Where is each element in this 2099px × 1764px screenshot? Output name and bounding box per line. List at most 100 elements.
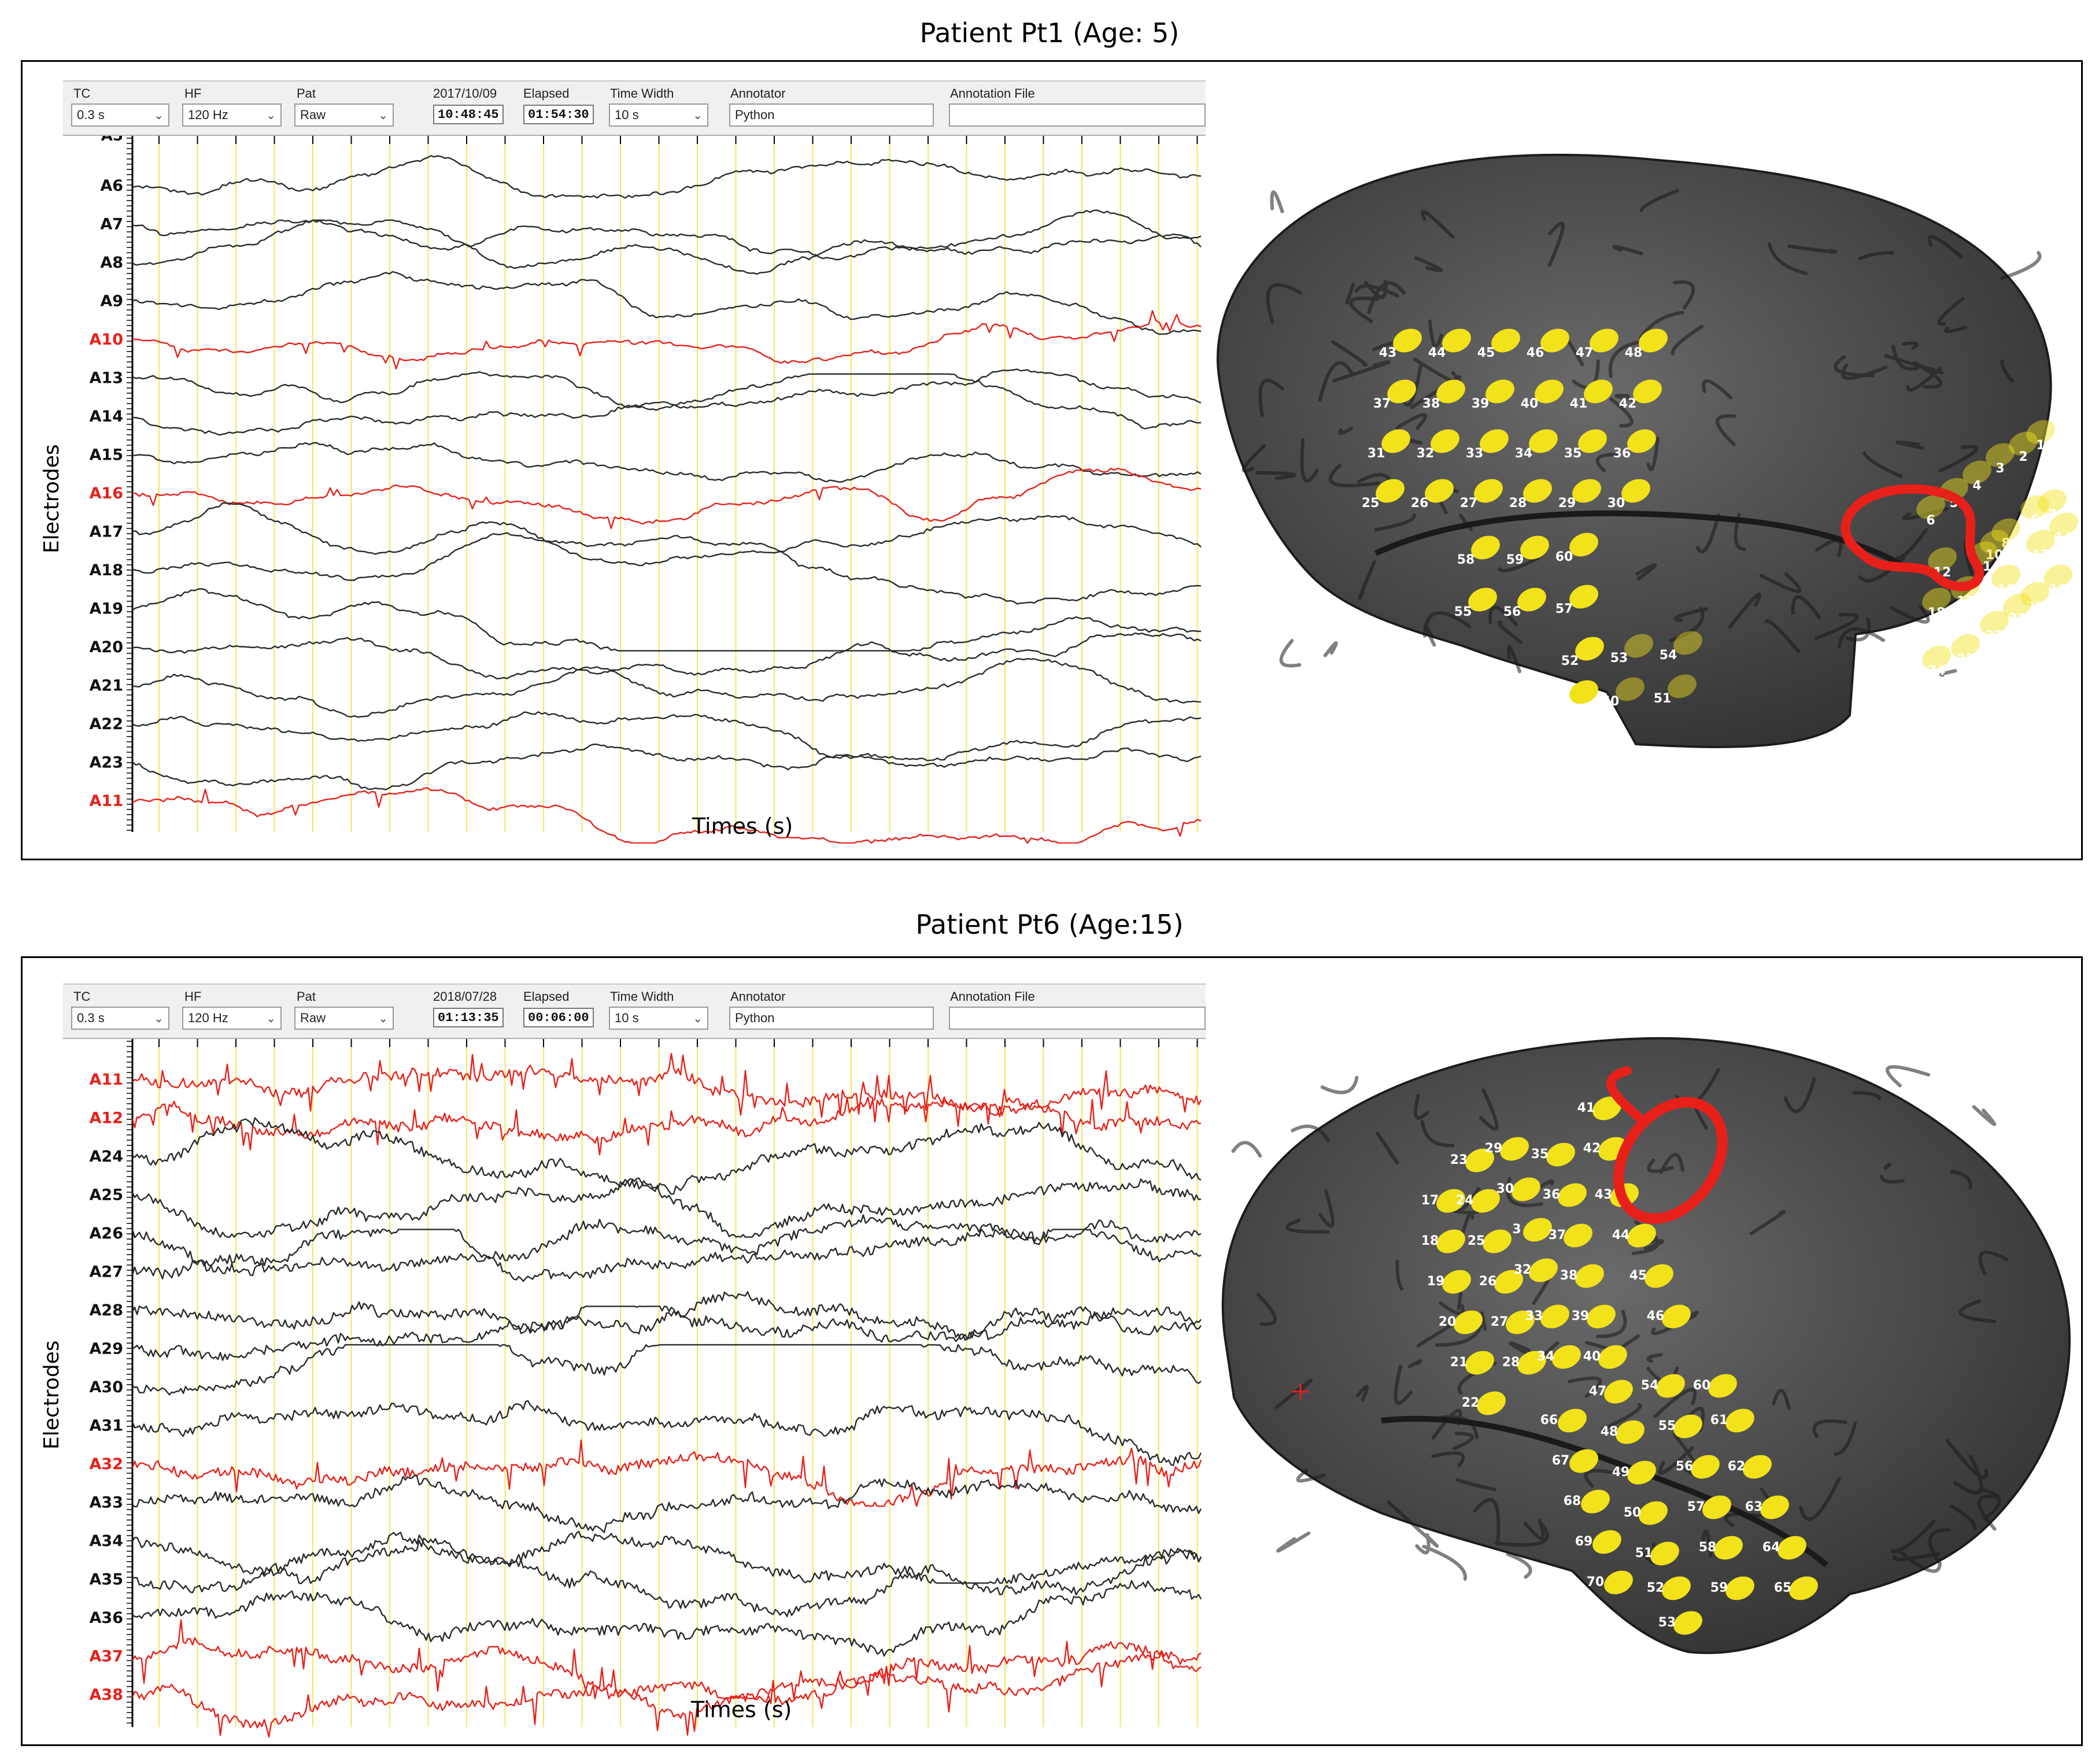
electrode-marker <box>1569 532 1598 557</box>
electrode-label: 20 <box>2026 600 2044 615</box>
eeg-trace <box>131 1530 1202 1584</box>
electrode-marker <box>1616 677 1645 701</box>
electrode-label: 32 <box>1417 446 1435 461</box>
channel-label[interactable]: A37 <box>90 1648 123 1666</box>
channel-label[interactable]: A11 <box>90 792 123 810</box>
annotator-value: Python <box>735 108 775 122</box>
electrode-label: 32 <box>1514 1263 1532 1277</box>
hf-select[interactable]: 120 Hz ⌄ <box>182 1007 282 1030</box>
channel-label[interactable]: A24 <box>90 1148 123 1166</box>
electrode-label: 10 <box>1986 548 2004 563</box>
channel-label[interactable]: A27 <box>90 1263 123 1281</box>
electrode-label: 13 <box>2032 548 2050 563</box>
channel-label[interactable]: A31 <box>90 1417 123 1435</box>
channel-label[interactable]: A38 <box>90 1686 123 1704</box>
electrode-marker <box>1491 328 1520 353</box>
electrode-marker <box>1673 1611 1702 1635</box>
electrode-label: 66 <box>1540 1413 1558 1428</box>
electrode-label: 19 <box>1427 1274 1445 1289</box>
electrode-label: 37 <box>1373 397 1391 411</box>
electrode-label: 3 <box>1512 1222 1521 1237</box>
eeg-trace <box>131 1619 1202 1699</box>
pat-label: Pat <box>297 989 316 1004</box>
electrode-marker <box>1581 1489 1610 1514</box>
channel-label[interactable]: A36 <box>90 1609 123 1627</box>
electrode-label: 64 <box>1762 1540 1780 1555</box>
electrode-label: 51 <box>1654 691 1672 706</box>
eeg-trace-plot[interactable]: A5A6A7A8A9A10A13A14A15A16A17A18A19A20A21… <box>63 136 1206 844</box>
electrode-marker <box>1529 429 1558 453</box>
chevron-down-icon: ⌄ <box>266 109 276 122</box>
annotation-file-input[interactable] <box>949 1007 1206 1030</box>
electrode-label: 30 <box>1496 1182 1514 1196</box>
electrode-label: 59 <box>1506 553 1524 567</box>
channel-label[interactable]: A10 <box>90 331 123 349</box>
channel-label[interactable]: A7 <box>100 216 123 234</box>
electrode-marker <box>1442 328 1471 353</box>
channel-label[interactable]: A28 <box>90 1301 123 1319</box>
channel-label[interactable]: A11 <box>90 1071 123 1089</box>
electrode-label: 3 <box>1995 461 2004 476</box>
channel-label[interactable]: A19 <box>90 600 123 618</box>
channel-label[interactable]: A16 <box>90 485 123 502</box>
time-width-select[interactable]: 10 s ⌄ <box>609 1007 708 1030</box>
electrode-marker <box>1916 495 1945 519</box>
electrode-label: 52 <box>1647 1581 1665 1595</box>
annotator-input[interactable]: Python <box>729 103 934 127</box>
tc-select[interactable]: 0.3 s ⌄ <box>71 1007 169 1030</box>
electrode-marker <box>1991 564 2020 589</box>
tc-select[interactable]: 0.3 s ⌄ <box>71 103 169 127</box>
annotator-value: Python <box>735 1011 775 1025</box>
electrode-marker <box>1645 1264 1673 1288</box>
channel-label[interactable]: A25 <box>90 1186 123 1204</box>
electrode-label: 33 <box>1466 446 1484 461</box>
channel-label[interactable]: A8 <box>100 254 123 272</box>
eeg-trace <box>132 1306 1202 1361</box>
electrode-label: 23 <box>1957 652 1975 667</box>
eeg-trace <box>132 1117 1202 1195</box>
time-width-select[interactable]: 10 s ⌄ <box>609 103 708 127</box>
electrode-label: 62 <box>1728 1459 1746 1474</box>
electrode-label: 47 <box>1589 1384 1607 1399</box>
electrode-marker <box>1789 1576 1818 1600</box>
channel-label[interactable]: A22 <box>90 715 123 733</box>
annotation-file-input[interactable] <box>949 103 1206 127</box>
annotator-input[interactable]: Python <box>729 1007 934 1030</box>
electrode-label: 27 <box>1460 496 1478 511</box>
eeg-trace-plot[interactable]: A11A12A24A25A26A27A28A29A30A31A32A33A34A… <box>63 1039 1206 1739</box>
channel-label[interactable]: A15 <box>90 446 123 464</box>
pat-select[interactable]: Raw ⌄ <box>294 1007 394 1030</box>
electrode-label: 45 <box>1477 346 1495 360</box>
channel-label[interactable]: A35 <box>90 1571 123 1589</box>
channel-label[interactable]: A26 <box>90 1225 123 1242</box>
y-axis-label: Electrodes <box>40 1340 64 1449</box>
channel-label[interactable]: A20 <box>90 638 123 656</box>
electrode-label: 16 <box>1997 583 2015 597</box>
channel-label[interactable]: A12 <box>90 1110 123 1127</box>
channel-label[interactable]: A18 <box>90 561 123 579</box>
eeg-viewer-1: TC 0.3 s ⌄ HF 120 Hz ⌄ Pat Raw ⌄ 2017/10… <box>63 80 1206 855</box>
channel-label[interactable]: A21 <box>90 677 123 695</box>
hf-select[interactable]: 120 Hz ⌄ <box>182 103 282 127</box>
channel-label[interactable]: A6 <box>100 177 123 195</box>
eeg-trace <box>132 271 1202 335</box>
electrode-label: 34 <box>1537 1349 1555 1364</box>
channel-label[interactable]: A34 <box>90 1532 123 1550</box>
electrode-label: 58 <box>1457 553 1475 567</box>
electrode-marker <box>1569 585 1598 609</box>
pat-select[interactable]: Raw ⌄ <box>294 103 394 127</box>
electrode-label: 43 <box>1595 1188 1613 1202</box>
channel-label[interactable]: A30 <box>90 1378 123 1396</box>
channel-label[interactable]: A17 <box>90 523 123 541</box>
electrode-marker <box>1575 637 1604 661</box>
electrode-marker <box>1436 1189 1465 1213</box>
channel-label[interactable]: A23 <box>90 754 123 772</box>
channel-label[interactable]: A9 <box>100 293 123 310</box>
channel-label[interactable]: A33 <box>90 1494 123 1512</box>
channel-label[interactable]: A29 <box>90 1340 123 1358</box>
electrode-label: 26 <box>1479 1274 1497 1289</box>
channel-label[interactable]: A14 <box>90 408 123 426</box>
time-width-label: Time Width <box>610 989 674 1004</box>
channel-label[interactable]: A32 <box>90 1455 123 1473</box>
channel-label[interactable]: A13 <box>90 369 123 387</box>
